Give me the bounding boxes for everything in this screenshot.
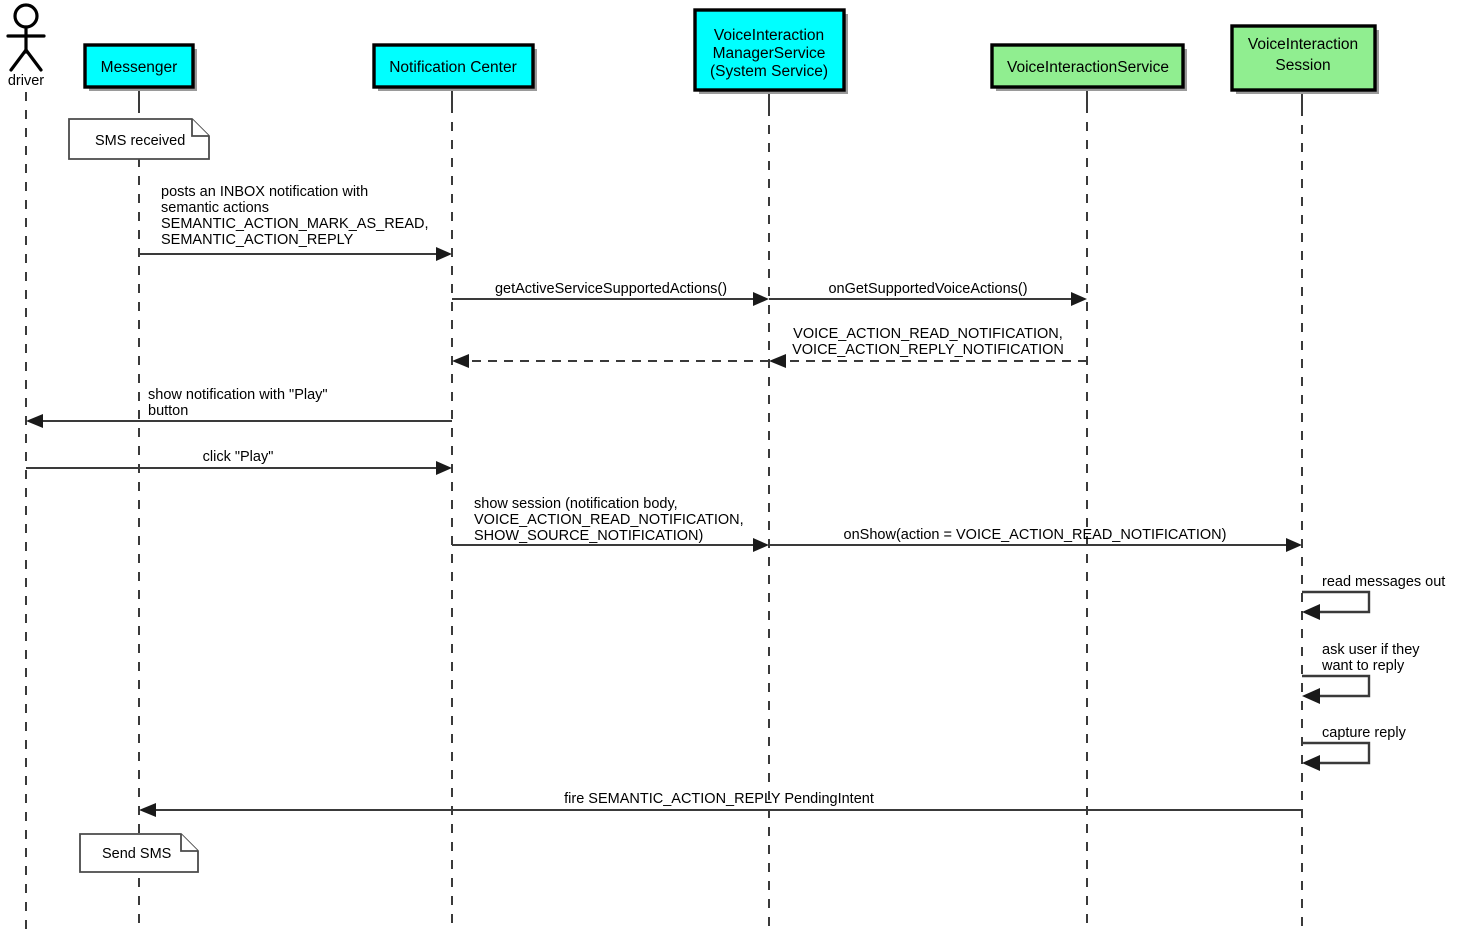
participant-label-voice-interaction-service: VoiceInteractionService (1007, 59, 1169, 76)
msg-arrow-head (436, 461, 452, 475)
note-text-sms-received: SMS received (95, 133, 185, 149)
note-send-sms: Send SMS (79, 833, 199, 873)
selfmsg-shaft (1302, 741, 1371, 765)
msg-label: getActiveServiceSupportedActions() (495, 281, 727, 297)
actor-leg-left-icon (9, 48, 28, 72)
note-fold-icon (180, 834, 198, 852)
selfmsg-arrow-head (1302, 688, 1320, 704)
driver-actor[interactable]: driver (6, 3, 46, 89)
msg-show-session: show session (notification body, VOICE_A… (452, 496, 769, 552)
msg-arrow-head (26, 414, 43, 428)
note-text-send-sms: Send SMS (102, 846, 171, 862)
msg-label: click "Play" (203, 449, 274, 465)
msg-label-line4: SEMANTIC_ACTION_REPLY (161, 232, 354, 248)
note-shape (68, 118, 210, 160)
msg-return-actions-to-notification-center (452, 354, 769, 368)
selfmsg-capture-reply: capture reply (1302, 725, 1407, 771)
msg-label-line2: VOICE_ACTION_REPLY_NOTIFICATION (792, 342, 1064, 358)
actor-label: driver (8, 73, 44, 89)
participant-label-vims-line2: ManagerService (713, 45, 826, 62)
msg-show-notification-with-play-button: show notification with "Play" button (26, 387, 452, 428)
msg-label-line2: semantic actions (161, 200, 269, 216)
msg-label-line2: button (148, 403, 188, 419)
selfmsg-label-line2: want to reply (1321, 658, 1405, 674)
participant-box-voice-interaction-session (1230, 24, 1377, 92)
selfmsg-label-line1: ask user if they (1322, 642, 1420, 658)
msg-arrow-head (753, 292, 769, 306)
selfmsg-shaft (1302, 674, 1371, 698)
selfmsg-read-messages-out: read messages out (1302, 574, 1445, 620)
selfmsg-label: read messages out (1322, 574, 1445, 590)
participant-voice-interaction-session[interactable]: VoiceInteraction Session (1230, 24, 1379, 94)
participant-label-messenger: Messenger (101, 59, 178, 76)
msg-arrow-head (769, 354, 786, 368)
selfmsg-label: capture reply (1322, 725, 1407, 741)
participant-label-vis-line2: Session (1275, 57, 1330, 74)
msg-arrow-head (1286, 538, 1302, 552)
msg-arrow-head (436, 247, 452, 261)
msg-label-line1: posts an INBOX notification with (161, 184, 368, 200)
note-shape (79, 833, 199, 873)
selfmsg-shaft (1302, 590, 1371, 614)
msg-arrow-head (452, 354, 469, 368)
participant-box-messenger (83, 43, 195, 89)
msg-post-inbox-notification: posts an INBOX notification with semanti… (139, 184, 452, 261)
msg-label: onGetSupportedVoiceActions() (828, 281, 1027, 297)
participant-label-notification-center: Notification Center (389, 59, 517, 76)
msg-label: onShow(action = VOICE_ACTION_READ_NOTIFI… (844, 527, 1227, 543)
msg-label-line1: show session (notification body, (474, 496, 678, 512)
actor-leg-right-icon (24, 48, 43, 72)
msg-on-get-supported-voice-actions: onGetSupportedVoiceActions() (769, 281, 1087, 306)
participant-label-vims-line1: VoiceInteraction (714, 27, 824, 44)
msg-return-voice-actions: VOICE_ACTION_READ_NOTIFICATION, VOICE_AC… (769, 326, 1087, 368)
note-fold-icon (191, 119, 209, 137)
msg-arrow-head (753, 538, 769, 552)
msg-label-line2: VOICE_ACTION_READ_NOTIFICATION, (474, 512, 744, 528)
selfmsg-arrow-head (1302, 604, 1320, 620)
participant-notification-center[interactable]: Notification Center (372, 43, 537, 91)
msg-arrow-head (1071, 292, 1087, 306)
actor-head-icon (13, 3, 39, 29)
note-sms-received: SMS received (68, 118, 210, 160)
msg-fire-semantic-action-reply-pending-intent: fire SEMANTIC_ACTION_REPLY PendingIntent (139, 791, 1302, 817)
participant-voice-interaction-service[interactable]: VoiceInteractionService (990, 43, 1187, 91)
selfmsg-arrow-head (1302, 755, 1320, 771)
participant-messenger[interactable]: Messenger (83, 43, 197, 91)
selfmsg-ask-user-if-they-want-to-reply: ask user if they want to reply (1302, 642, 1420, 704)
participant-label-vims-line3: (System Service) (710, 63, 828, 80)
participant-box-voice-interaction-service (990, 43, 1185, 89)
msg-label-line1: show notification with "Play" (148, 387, 328, 403)
msg-label-line1: VOICE_ACTION_READ_NOTIFICATION, (793, 326, 1063, 342)
msg-label-line3: SHOW_SOURCE_NOTIFICATION) (474, 528, 703, 544)
msg-get-active-service-supported-actions: getActiveServiceSupportedActions() (452, 281, 769, 306)
msg-on-show: onShow(action = VOICE_ACTION_READ_NOTIFI… (769, 527, 1302, 552)
participant-box-voice-interaction-manager-service (693, 8, 846, 92)
msg-label-line3: SEMANTIC_ACTION_MARK_AS_READ, (161, 216, 429, 232)
msg-arrow-head (139, 803, 156, 817)
participant-label-vis-line1: VoiceInteraction (1248, 36, 1358, 53)
msg-label: fire SEMANTIC_ACTION_REPLY PendingIntent (564, 791, 874, 807)
participant-box-notification-center (372, 43, 535, 89)
participant-voice-interaction-manager-service[interactable]: VoiceInteraction ManagerService (System … (693, 8, 848, 94)
msg-click-play: click "Play" (26, 449, 452, 475)
